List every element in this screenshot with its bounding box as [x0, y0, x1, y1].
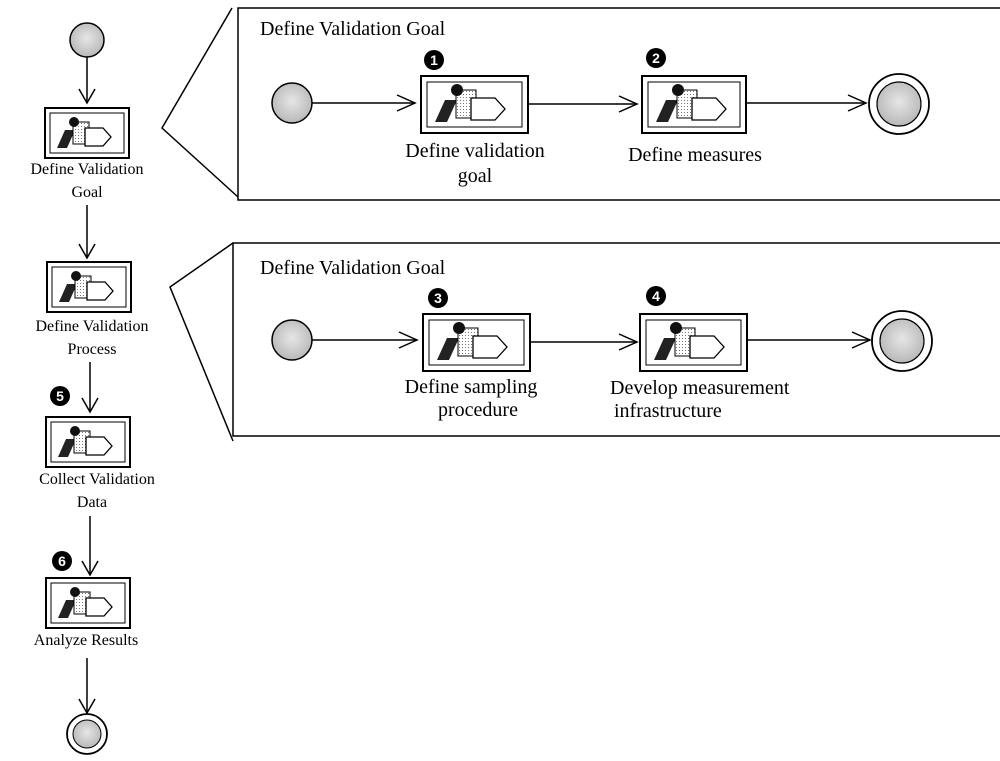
subprocess-title: Define Validation Goal: [260, 257, 446, 279]
activity-icon: [641, 75, 747, 134]
main-activity-label: Data: [77, 494, 107, 511]
main-flow-arrow: [78, 205, 96, 260]
svg-text:6: 6: [58, 553, 66, 569]
step-marker-5: 5: [50, 386, 70, 406]
activity-define-measures: Define measures: [628, 75, 762, 166]
main-activity-define-validation-process: Define Validation Process: [35, 261, 149, 358]
flow-arrow: [312, 94, 417, 112]
subprocess-panel-1: Define Validation Goal 1 Define validati…: [237, 7, 1000, 201]
svg-text:3: 3: [434, 290, 442, 306]
main-activity-collect-validation-data: Collect Validation Data: [39, 416, 155, 511]
main-activity-label: Analyze Results: [34, 632, 138, 649]
activity-icon: [45, 577, 131, 629]
main-activity-label: Collect Validation: [39, 471, 155, 488]
activity-icon: [46, 261, 132, 313]
flow-arrow: [528, 95, 639, 113]
subprocess-end-node: [868, 73, 930, 135]
main-flow-arrow: [78, 658, 96, 715]
flow-arrow: [312, 331, 419, 349]
step-marker-4: 4: [646, 286, 666, 306]
subprocess-start-node: [271, 319, 313, 361]
activity-label: Define sampling: [405, 376, 538, 398]
main-flow-arrow: [81, 362, 99, 414]
subprocess-title: Define Validation Goal: [260, 18, 446, 40]
main-activity-label: Goal: [71, 184, 103, 201]
activity-label: Define validation: [405, 140, 544, 162]
activity-icon: [422, 313, 531, 372]
flow-arrow: [530, 333, 639, 351]
activity-label: Define measures: [628, 144, 762, 166]
step-marker-3: 3: [428, 288, 448, 308]
main-flow-arrow: [81, 516, 99, 577]
main-flow: Define Validation Goal Define Validation…: [30, 22, 155, 755]
activity-icon: [44, 107, 130, 159]
activity-icon: [420, 75, 529, 134]
svg-text:5: 5: [56, 388, 64, 404]
main-activity-label: Process: [68, 341, 117, 358]
main-activity-define-validation-goal: Define Validation Goal: [30, 107, 144, 201]
main-end-node: [66, 713, 108, 755]
activity-develop-measurement-infrastructure: Develop measurement infrastructure: [610, 313, 790, 422]
main-flow-arrow: [78, 57, 96, 105]
activity-label: procedure: [438, 399, 518, 421]
activity-icon: [45, 416, 131, 468]
activity-define-validation-goal: Define validation goal: [405, 75, 545, 187]
activity-define-sampling-procedure: Define sampling procedure: [405, 313, 538, 421]
step-marker-1: 1: [424, 50, 444, 70]
main-activity-label: Define Validation: [30, 161, 143, 178]
activity-label: Develop measurement: [610, 377, 790, 399]
subprocess-start-node: [271, 82, 313, 124]
activity-label: infrastructure: [614, 400, 722, 422]
svg-text:4: 4: [652, 288, 660, 304]
subprocess-end-node: [871, 310, 933, 372]
flow-arrow: [746, 94, 868, 112]
expansion-bracket-top: [161, 7, 239, 198]
activity-label: goal: [458, 165, 493, 187]
main-activity-analyze-results: Analyze Results: [34, 577, 138, 649]
activity-icon: [639, 313, 748, 372]
svg-text:2: 2: [652, 50, 660, 66]
main-activity-label: Define Validation: [35, 318, 148, 335]
step-marker-6: 6: [52, 551, 72, 571]
main-start-node: [69, 22, 105, 58]
subprocess-panel-2: Define Validation Goal 3 Define sampling…: [232, 242, 1000, 437]
flow-arrow: [747, 331, 872, 349]
svg-text:1: 1: [430, 52, 438, 68]
expansion-bracket-bottom: [169, 242, 234, 442]
step-marker-2: 2: [646, 48, 666, 68]
